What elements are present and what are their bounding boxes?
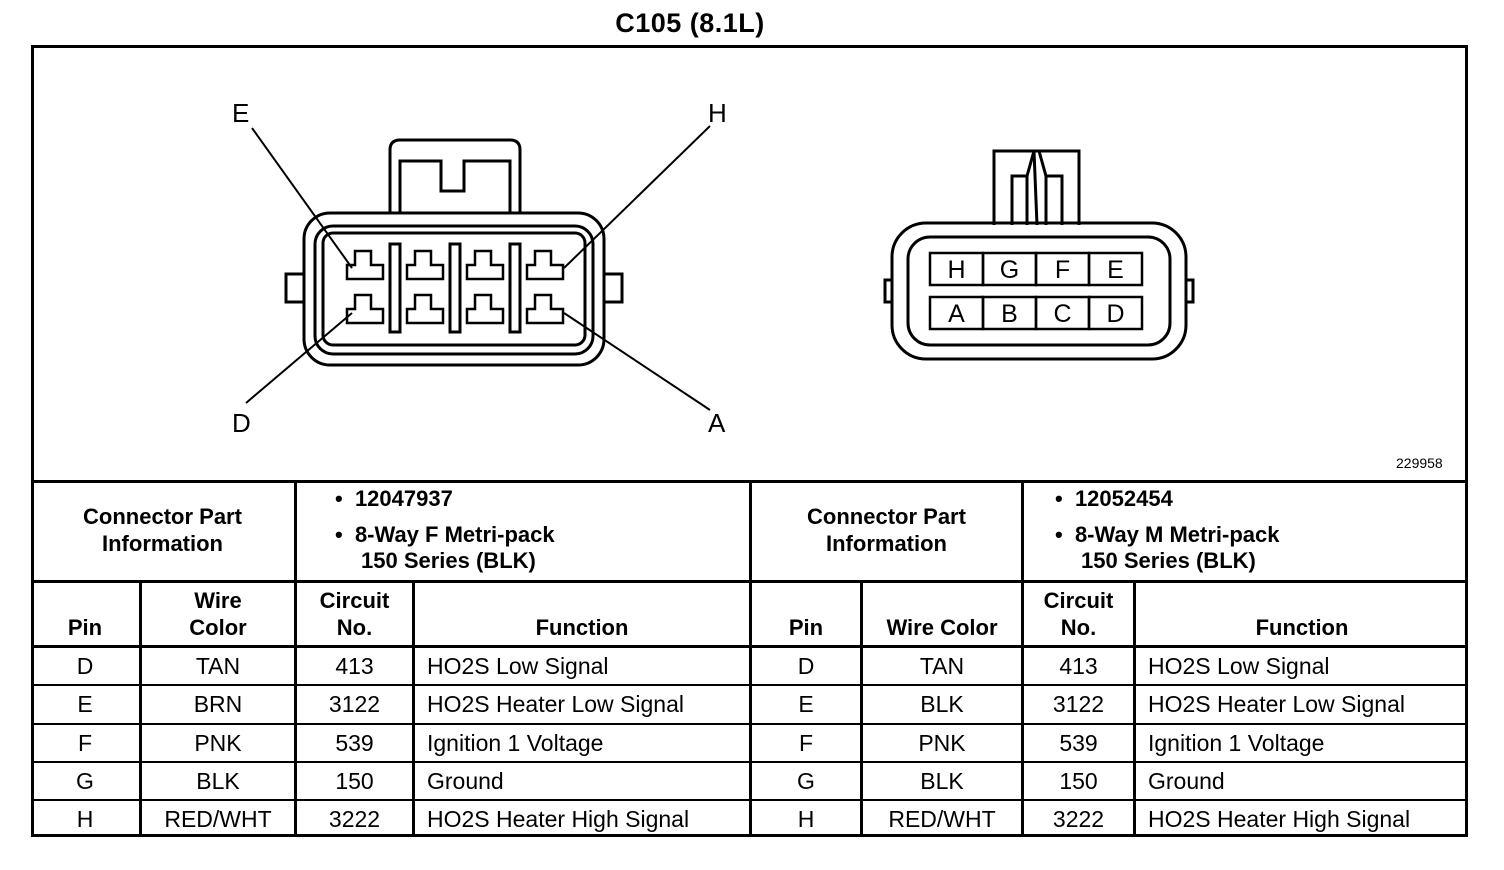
left-cell-wire: TAN (195, 652, 241, 679)
left-cell-circuit: 3222 (328, 805, 381, 832)
male-pin-label: C (1053, 300, 1071, 328)
callout-d-label: D (232, 408, 251, 438)
table-rule (139, 580, 142, 837)
male-pin-cell (1087, 251, 1144, 287)
left-cell-function: Ground (427, 767, 504, 794)
left-cell-function: HO2S Low Signal (427, 652, 609, 679)
connector-table: Connector Part Information • 12047937 • … (31, 480, 1468, 837)
female-terminal-cavity (465, 249, 505, 281)
table-rule (1021, 480, 1024, 837)
left-cell-pin: H (76, 805, 94, 832)
right-cell-wire: TAN (919, 652, 965, 679)
female-terminal-cavity (405, 249, 445, 281)
male-pin-label: G (1000, 256, 1019, 284)
callout-h-label: H (708, 98, 727, 128)
right-header-circuit: Circuit No. (1043, 588, 1114, 640)
right-info-values: • 12052454 • 8-Way M Metri-pack 150 Seri… (1055, 486, 1280, 573)
left-cell-circuit: 539 (335, 729, 374, 756)
right-cell-circuit: 150 (1059, 767, 1098, 794)
callout-e-label: E (232, 98, 249, 128)
figure-id: 229958 (1396, 455, 1443, 471)
left-info-values: • 12047937 • 8-Way F Metri-pack 150 Seri… (335, 486, 555, 573)
female-terminal-cavity (345, 293, 385, 325)
male-pin-label: H (947, 256, 965, 284)
right-header-function: Function (1255, 615, 1349, 640)
connector-drawing: E H D A H G F E A B C D (232, 98, 1195, 438)
right-cell-circuit: 539 (1059, 729, 1098, 756)
left-cell-wire: RED/WHT (164, 805, 272, 832)
table-rule (749, 480, 752, 837)
right-cell-wire: RED/WHT (888, 805, 996, 832)
left-cell-function: HO2S Heater High Signal (427, 805, 690, 832)
right-info-label: Connector Part Information (807, 504, 966, 556)
page-title: C105 (8.1L) (615, 8, 765, 38)
left-cell-pin: F (77, 729, 93, 756)
left-header-circuit: Circuit No. (319, 588, 390, 640)
right-cell-wire: BLK (920, 691, 964, 717)
callout-a-label: A (708, 408, 726, 438)
left-info-label: Connector Part Information (83, 504, 242, 556)
female-terminal-cavity (525, 249, 565, 281)
left-cell-circuit: 3122 (328, 691, 381, 717)
left-header-pin: Pin (67, 615, 103, 640)
male-pin-label: E (1107, 256, 1124, 284)
right-cell-circuit: 3122 (1052, 691, 1105, 717)
right-cell-function: HO2S Low Signal (1148, 652, 1330, 679)
left-header-function: Function (535, 615, 629, 640)
right-cell-pin: E (798, 691, 814, 717)
male-pin-label: D (1106, 300, 1124, 328)
female-terminal-cavity (345, 249, 385, 281)
right-cell-function: Ground (1148, 767, 1225, 794)
table-rule (294, 480, 297, 837)
right-cell-pin: H (797, 805, 815, 832)
left-cell-circuit: 413 (335, 652, 374, 679)
right-cell-pin: F (798, 729, 814, 756)
male-connector-face: H G F E A B C D (883, 149, 1195, 361)
female-connector-face (284, 138, 624, 367)
left-cell-wire: PNK (194, 729, 242, 756)
female-terminal-cavity (405, 293, 445, 325)
left-header-wire: Wire Color (189, 588, 247, 640)
right-cell-circuit: 413 (1059, 652, 1098, 679)
male-pin-label: B (1001, 300, 1018, 328)
right-cell-pin: G (797, 767, 815, 794)
left-cell-circuit: 150 (335, 767, 374, 794)
left-cell-pin: G (76, 767, 94, 794)
left-cell-pin: D (76, 652, 94, 679)
table-rule (412, 580, 415, 837)
right-cell-function: Ignition 1 Voltage (1148, 729, 1325, 756)
right-cell-wire: BLK (920, 767, 964, 794)
female-terminal-cavity (525, 293, 565, 325)
table-rule (1133, 580, 1136, 837)
male-pin-label: F (1055, 256, 1070, 284)
left-cell-wire: BRN (193, 691, 243, 717)
right-cell-circuit: 3222 (1052, 805, 1105, 832)
female-terminal-cavity (465, 293, 505, 325)
left-cell-function: Ignition 1 Voltage (427, 729, 604, 756)
right-header-pin: Pin (788, 615, 824, 640)
right-cell-function: HO2S Heater High Signal (1148, 805, 1411, 832)
female-callout-lines (245, 125, 711, 411)
right-cell-wire: PNK (918, 729, 966, 756)
left-cell-pin: E (77, 691, 93, 717)
male-pin-cell (1087, 295, 1144, 331)
left-cell-wire: BLK (196, 767, 240, 794)
right-header-wire: Wire Color (886, 615, 998, 640)
table-rule (860, 580, 863, 837)
left-cell-function: HO2S Heater Low Signal (427, 691, 684, 717)
right-cell-pin: D (797, 652, 815, 679)
male-pin-label: A (948, 300, 965, 328)
right-cell-function: HO2S Heater Low Signal (1148, 691, 1405, 717)
